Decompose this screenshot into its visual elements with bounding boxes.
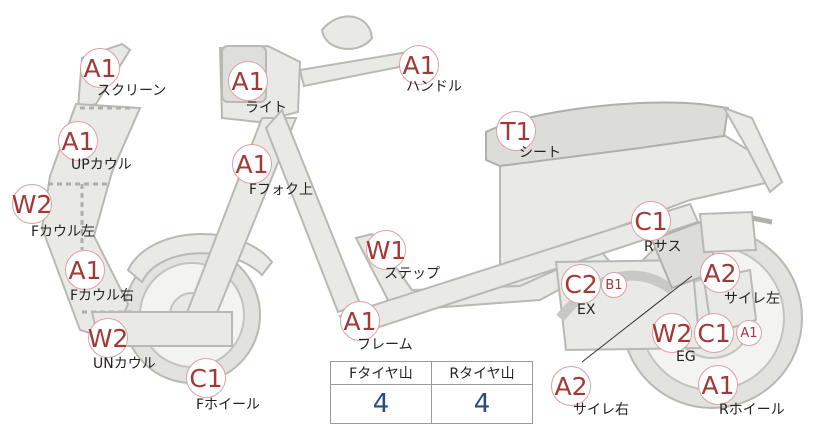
handle-grade-badge[interactable]: A1 (399, 45, 439, 85)
light-grade-badge[interactable]: A1 (228, 61, 268, 101)
up-cowl-grade-badge[interactable]: A1 (58, 121, 98, 161)
screen-label: スクリーン (97, 83, 167, 99)
f-cowl-left-label: Fカウル左 (31, 224, 96, 240)
down-tube-shape (264, 108, 362, 314)
mirror-shape (320, 15, 374, 50)
f-wheel-label: Fホイール (196, 397, 261, 413)
muffler-right-grade-badge[interactable]: A2 (551, 366, 591, 406)
seat-label: シート (519, 145, 561, 161)
r-suspension-label: Rサス (644, 239, 682, 255)
f-fork-upper-grade-badge[interactable]: A1 (232, 144, 272, 184)
front-tire-tread-value: 4 (330, 384, 432, 424)
un-cowl-label: UNカウル (93, 356, 156, 372)
r-suspension-grade-badge[interactable]: C1 (631, 201, 671, 241)
r-wheel-label: Rホイール (719, 402, 785, 418)
f-wheel-grade-badge[interactable]: C1 (186, 358, 226, 398)
tire-tread-value-row: 4 4 (330, 384, 533, 424)
muffler-left-label: サイレ左 (724, 291, 780, 307)
step-grade-badge[interactable]: W1 (366, 230, 406, 270)
engine-sub-grade-badge[interactable]: A1 (736, 320, 762, 346)
tail-shape (721, 106, 784, 194)
exhaust-label: EX (577, 302, 596, 318)
tire-tread-header-row: Fタイヤ山 Rタイヤ山 (330, 361, 533, 385)
exhaust-grade-badge[interactable]: C2 (561, 264, 601, 304)
light-label: ライト (245, 100, 287, 116)
frame-label: フレーム (357, 337, 413, 353)
step-label: ステップ (384, 266, 440, 282)
engine-grade2-badge[interactable]: C1 (694, 313, 734, 353)
muffler-left-grade-badge[interactable]: A2 (700, 253, 740, 293)
f-cowl-left-grade-badge[interactable]: W2 (12, 184, 52, 224)
handlebar-shape (298, 50, 416, 88)
un-cowl-grade-badge[interactable]: W2 (88, 318, 128, 358)
muffler-right-label: サイレ右 (573, 402, 629, 418)
engine-label: EG (676, 349, 696, 365)
up-cowl-label: UPカウル (71, 157, 132, 173)
rear-tire-tread-value: 4 (431, 384, 533, 424)
leader-line (581, 275, 693, 363)
seat-grade-badge[interactable]: T1 (496, 111, 536, 151)
front-tire-tread-header: Fタイヤ山 (330, 361, 432, 385)
rear-suspension-shape (698, 210, 758, 254)
screen-grade-badge[interactable]: A1 (80, 48, 120, 88)
f-cowl-right-grade-badge[interactable]: A1 (65, 250, 105, 290)
handle-label: ハンドル (406, 79, 462, 95)
frame-grade-badge[interactable]: A1 (340, 301, 380, 341)
engine-grade-badge[interactable]: W2 (652, 313, 692, 353)
f-fork-upper-label: Fフォク上 (249, 182, 314, 198)
tire-tread-table: Fタイヤ山 Rタイヤ山 4 4 (330, 361, 533, 424)
r-wheel-grade-badge[interactable]: A1 (698, 365, 738, 405)
f-cowl-right-label: Fカウル右 (70, 288, 135, 304)
exhaust-sub-grade-badge[interactable]: B1 (601, 272, 627, 298)
rear-tire-tread-header: Rタイヤ山 (431, 361, 533, 385)
